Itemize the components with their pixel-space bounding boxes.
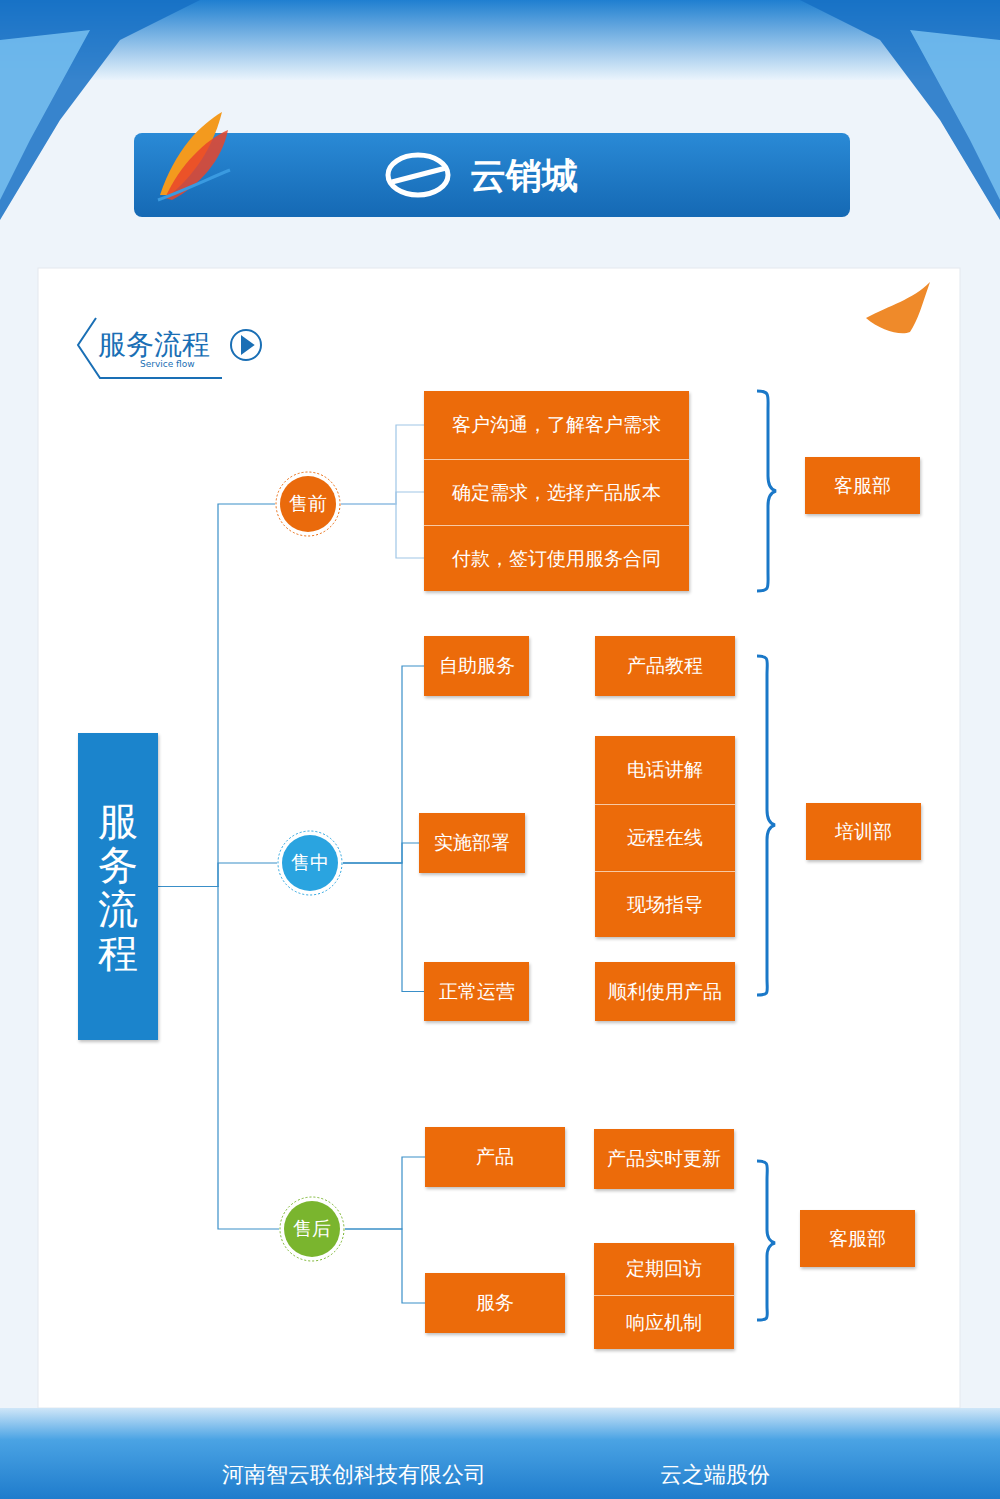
process-box: 定期回访 <box>594 1243 734 1295</box>
node-text: 售后 <box>293 1216 331 1242</box>
process-box: 客服部 <box>800 1210 915 1267</box>
company-name: 河南智云联创科技有限公司 <box>222 1460 486 1490</box>
phase-circle: 售前 <box>275 471 341 537</box>
circle-ring <box>278 831 342 895</box>
corner-rays <box>0 30 90 200</box>
process-box: 客服部 <box>805 457 920 514</box>
poster-title: 云销城 <box>470 152 578 201</box>
process-box: 自助服务 <box>424 636 529 696</box>
phase-circle: 售中 <box>277 830 343 896</box>
tree-connector <box>345 1157 425 1229</box>
tree-connector <box>158 887 279 1230</box>
node-text: 售中 <box>291 850 329 876</box>
content-panel <box>38 268 960 1408</box>
node-text: 服务 <box>476 1290 514 1316</box>
section-subheading: Service flow <box>140 359 195 369</box>
tree-connector <box>158 863 277 887</box>
process-box: 现场指导 <box>595 871 735 937</box>
node-text: 远程在线 <box>627 825 703 851</box>
corner-rays <box>910 30 1000 200</box>
phase-circle: 售后 <box>279 1196 345 1262</box>
circle-ring <box>280 1197 344 1261</box>
circle-fill <box>284 1201 340 1257</box>
heading-badge <box>78 318 261 378</box>
tree-connector <box>343 843 419 863</box>
node-text: 自助服务 <box>439 653 515 679</box>
circle-fill <box>280 476 336 532</box>
node-text: 确定需求，选择产品版本 <box>452 480 661 506</box>
bird-icon <box>866 282 930 333</box>
node-text: 产品 <box>476 1144 514 1170</box>
tree-connector <box>345 1229 425 1303</box>
node-text: 实施部署 <box>434 830 510 856</box>
process-box: 远程在线 <box>595 804 735 871</box>
group-brace <box>757 391 776 1320</box>
node-text: 服务流程 <box>98 799 138 975</box>
tree-connector <box>343 666 424 863</box>
title-bar <box>134 133 850 217</box>
node-text: 顺利使用产品 <box>608 979 722 1005</box>
process-box: 实施部署 <box>419 813 525 873</box>
node-text: 正常运营 <box>439 979 515 1005</box>
bottom-band <box>0 1408 1000 1499</box>
process-box: 培训部 <box>806 803 921 860</box>
process-box: 响应机制 <box>594 1295 734 1349</box>
root-box: 服务流程 <box>78 733 158 1040</box>
node-text: 客户沟通，了解客户需求 <box>452 412 661 438</box>
tree-connector <box>341 425 424 504</box>
node-text: 客服部 <box>829 1226 886 1252</box>
process-box: 产品 <box>425 1127 565 1187</box>
node-text: 付款，签订使用服务合同 <box>452 546 661 572</box>
process-box: 产品实时更新 <box>594 1129 734 1189</box>
node-text: 产品实时更新 <box>607 1146 721 1172</box>
node-text: 售前 <box>289 491 327 517</box>
node-text: 定期回访 <box>626 1256 702 1282</box>
circle-ring <box>276 472 340 536</box>
node-text: 客服部 <box>834 473 891 499</box>
process-box: 顺利使用产品 <box>595 962 735 1021</box>
process-box: 付款，签订使用服务合同 <box>424 525 689 591</box>
node-text: 电话讲解 <box>627 757 703 783</box>
process-box: 服务 <box>425 1273 565 1333</box>
node-text: 培训部 <box>835 819 892 845</box>
tree-connector <box>158 504 275 887</box>
node-text: 现场指导 <box>627 892 703 918</box>
circle-fill <box>282 835 338 891</box>
node-text: 产品教程 <box>627 653 703 679</box>
process-box: 电话讲解 <box>595 736 735 804</box>
tree-connector <box>341 504 424 558</box>
process-box: 确定需求，选择产品版本 <box>424 459 689 525</box>
section-heading: 服务流程 <box>98 326 210 364</box>
process-box: 产品教程 <box>595 636 735 696</box>
cloud-logo <box>388 155 448 195</box>
company-name: 云之端股份 <box>660 1460 770 1490</box>
node-text: 响应机制 <box>626 1310 702 1336</box>
process-box: 正常运营 <box>424 962 529 1021</box>
feather-logo <box>158 112 230 200</box>
tree-connector <box>343 863 424 992</box>
process-box: 客户沟通，了解客户需求 <box>424 391 689 459</box>
tree-connector <box>341 492 424 504</box>
